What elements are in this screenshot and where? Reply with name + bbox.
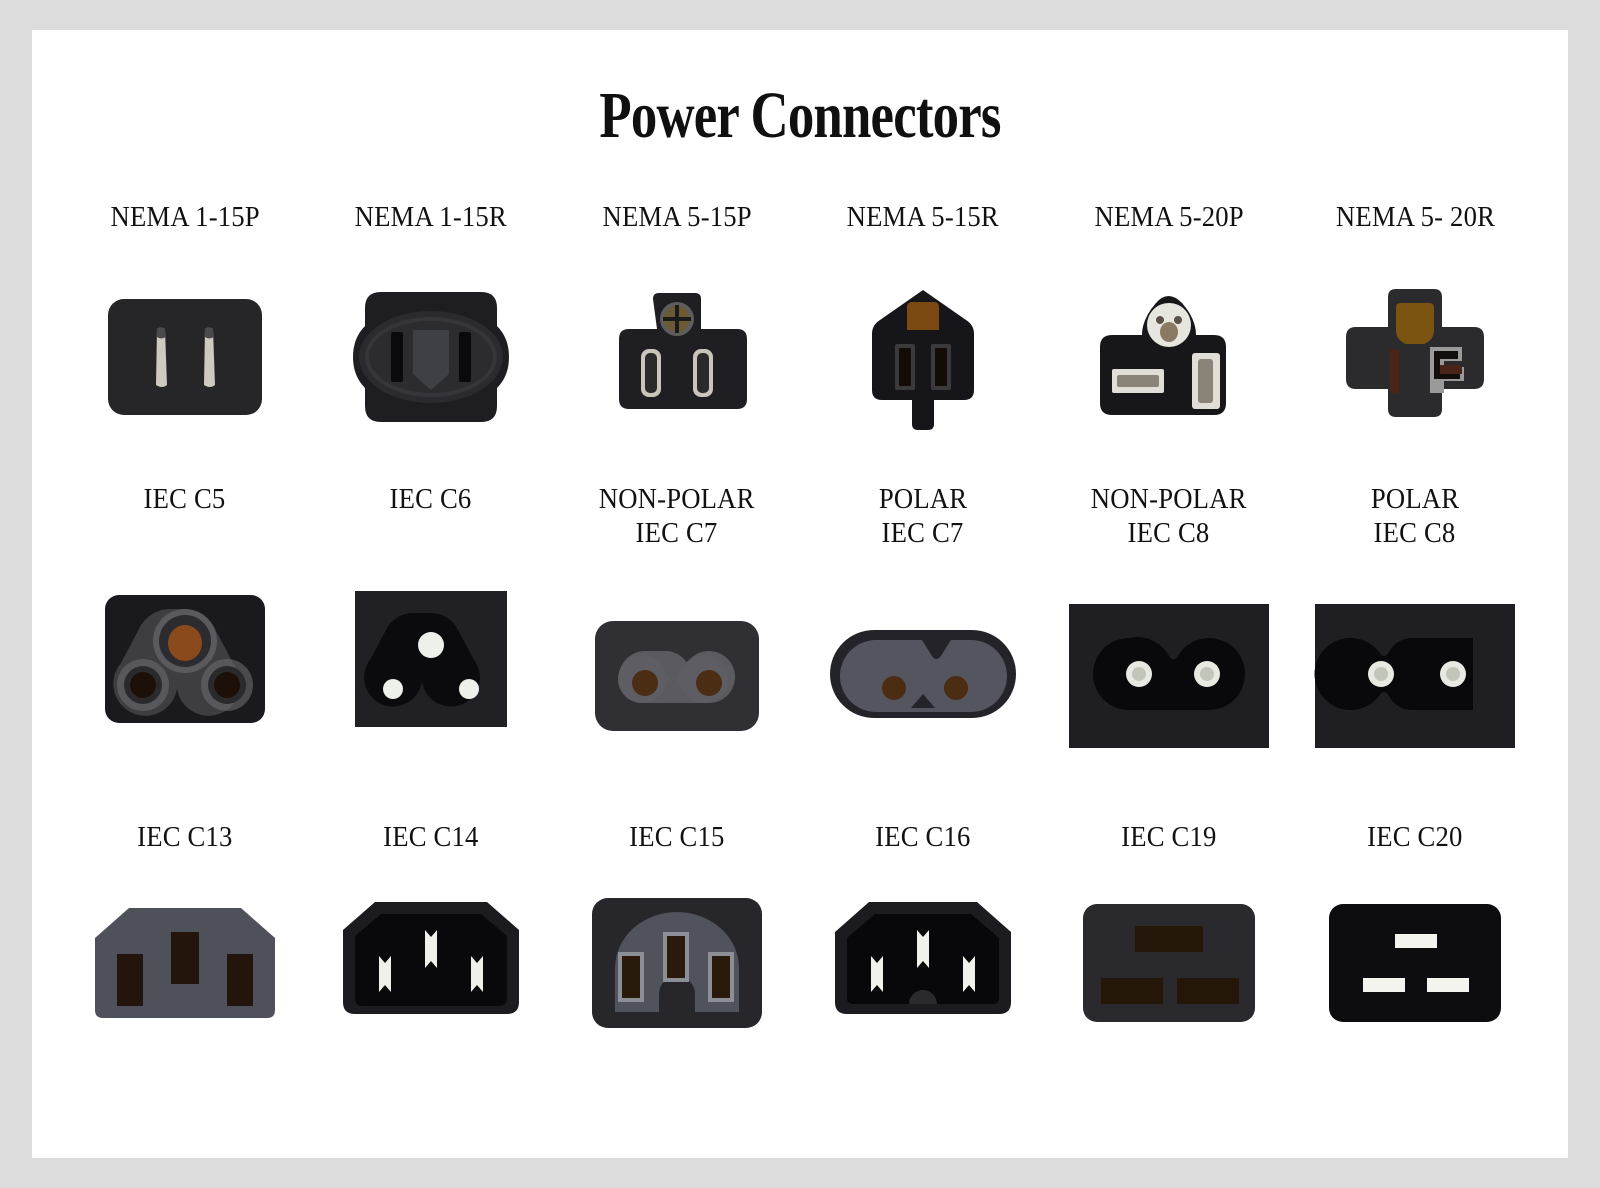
connector-art-iec-c20 [1292, 854, 1538, 1070]
connector-cell-nema-5-20r[interactable]: NEMA 5- 20R [1292, 200, 1538, 480]
connector-label: IEC C13 [137, 821, 233, 853]
connector-art-iec-c6 [308, 516, 554, 802]
connector-cell-iec-c7-polar[interactable]: POLAR IEC C7 [800, 482, 1046, 802]
connector-label: POLAR [878, 483, 968, 515]
connector-cell-nema-1-15p[interactable]: NEMA 1-15P [62, 200, 308, 480]
connector-art-nema-5-20p [1046, 234, 1292, 480]
connector-cell-nema-5-15p[interactable]: NEMA 5-15P [554, 200, 800, 480]
connector-cell-iec-c8-polar[interactable]: POLAR IEC C8 [1292, 482, 1538, 802]
connector-label: NEMA 5- 20R [1335, 201, 1495, 233]
connector-cell-iec-c20[interactable]: IEC C20 [1292, 820, 1538, 1070]
connector-art-iec-c14 [308, 854, 554, 1070]
poster-card: Power Connectors NEMA 1-15P NEM [32, 30, 1568, 1158]
connector-label: IEC C20 [1367, 821, 1463, 853]
connector-label: IEC C14 [383, 821, 479, 853]
connector-art-nema-5-15r [800, 234, 1046, 480]
connector-art-iec-c8-nonpolar [1046, 550, 1292, 802]
connector-label-line2: IEC C8 [1374, 517, 1456, 550]
connector-art-nema-5-15p [554, 234, 800, 480]
connector-label: IEC C6 [390, 483, 472, 515]
connector-art-iec-c13 [62, 854, 308, 1070]
connector-cell-iec-c8-nonpolar[interactable]: NON-POLAR IEC C8 [1046, 482, 1292, 802]
connector-art-iec-c19 [1046, 854, 1292, 1070]
connector-label: NEMA 1-15P [110, 201, 260, 233]
connector-cell-iec-c6[interactable]: IEC C6 [308, 482, 554, 802]
connector-label: IEC C19 [1121, 821, 1217, 853]
connector-art-iec-c7-nonpolar [554, 550, 800, 802]
connector-cell-iec-c5[interactable]: IEC C5 [62, 482, 308, 802]
connector-label: NEMA 1-15R [354, 201, 508, 233]
connector-label: NEMA 5-20P [1094, 201, 1244, 233]
connector-label-line2: IEC C7 [882, 517, 964, 550]
connector-row-iec-c5-c8: IEC C5 [62, 482, 1538, 802]
connector-label: IEC C16 [875, 821, 971, 853]
connector-label: NON-POLAR [599, 483, 755, 515]
connector-art-iec-c8-polar [1292, 550, 1538, 802]
connector-cell-iec-c16[interactable]: IEC C16 [800, 820, 1046, 1070]
connector-cell-iec-c15[interactable]: IEC C15 [554, 820, 800, 1070]
connector-label-line2: IEC C8 [1128, 517, 1210, 550]
connector-art-iec-c15 [554, 854, 800, 1070]
connector-label: IEC C15 [629, 821, 725, 853]
connector-cell-nema-5-20p[interactable]: NEMA 5-20P [1046, 200, 1292, 480]
connector-label: IEC C5 [144, 483, 226, 515]
connector-cell-iec-c14[interactable]: IEC C14 [308, 820, 554, 1070]
connector-label-line2: IEC C7 [636, 517, 718, 550]
connector-cell-iec-c7-nonpolar[interactable]: NON-POLAR IEC C7 [554, 482, 800, 802]
connector-art-nema-5-20r [1292, 234, 1538, 480]
connector-art-nema-1-15p [62, 234, 308, 480]
connector-art-nema-1-15r [308, 234, 554, 480]
connector-label: NEMA 5-15R [846, 201, 1000, 233]
connector-label: NON-POLAR [1091, 483, 1247, 515]
connector-art-iec-c5 [62, 516, 308, 802]
connector-art-iec-c16 [800, 854, 1046, 1070]
connector-cell-iec-c13[interactable]: IEC C13 [62, 820, 308, 1070]
connector-cell-iec-c19[interactable]: IEC C19 [1046, 820, 1292, 1070]
connector-label: NEMA 5-15P [602, 201, 752, 233]
connector-cell-nema-5-15r[interactable]: NEMA 5-15R [800, 200, 1046, 480]
connector-label: POLAR [1370, 483, 1460, 515]
page-title: Power Connectors [599, 79, 1001, 152]
connector-row-iec-c13-c20: IEC C13 IEC C14 [62, 820, 1538, 1070]
connector-row-nema: NEMA 1-15P NEMA 1-15R [62, 200, 1538, 480]
connector-cell-nema-1-15r[interactable]: NEMA 1-15R [308, 200, 554, 480]
connector-art-iec-c7-polar [800, 550, 1046, 802]
